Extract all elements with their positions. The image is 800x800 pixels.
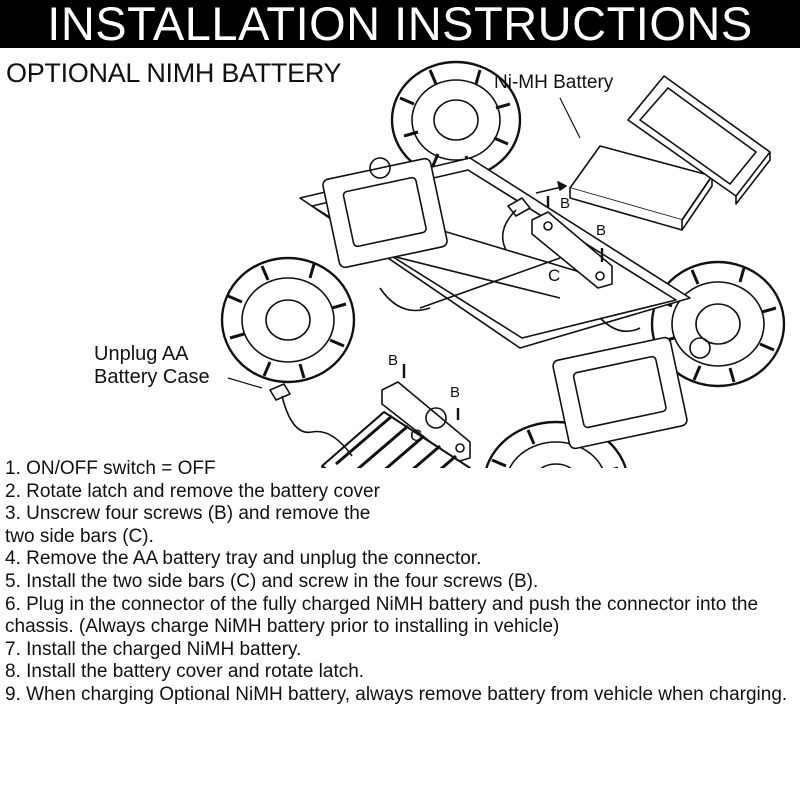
callout-b-1: B: [560, 195, 571, 212]
callout-c-1: C: [548, 266, 561, 285]
aa-case-label-line1: Unplug AA: [94, 343, 189, 365]
callout-b-2: B: [596, 222, 607, 239]
rear-left-tire: [220, 256, 356, 384]
step-7: 7. Install the charged NiMH battery.: [5, 638, 302, 660]
section-subtitle: OPTIONAL NIMH BATTERY: [6, 58, 342, 88]
callout-b-4: B: [450, 384, 461, 401]
side-bar-c-left: [381, 381, 471, 463]
battery-arrowhead: [557, 181, 567, 191]
chassis-frame: [299, 157, 711, 450]
aa-case-label-line2: Battery Case: [94, 366, 210, 388]
aa-battery-tray: [321, 411, 471, 468]
step-8: 8. Install the battery cover and rotate …: [5, 661, 365, 683]
aa-tray-wire: [269, 383, 353, 457]
page-title: INSTALLATION INSTRUCTIONS: [47, 0, 753, 50]
callout-c-2: C: [410, 426, 423, 445]
nimh-battery-label: Ni-MH Battery: [494, 72, 614, 93]
side-bar-c-right: [531, 211, 613, 289]
connector-plug: [501, 197, 531, 251]
battery-label-leader: [559, 97, 581, 139]
battery-cover: [627, 75, 771, 205]
step-6: 6. Plug in the connector of the fully ch…: [5, 593, 759, 638]
step-9: 9. When charging Optional NiMH battery, …: [5, 683, 788, 705]
callout-b-3: B: [388, 352, 399, 369]
step-3: 3. Unscrew four screws (B) and remove th…: [5, 503, 371, 547]
step-1: 1. ON/OFF switch = OFF: [5, 458, 216, 479]
step-4: 4. Remove the AA battery tray and unplug…: [5, 548, 482, 570]
aa-label-leader: [227, 377, 263, 389]
page-header: INSTALLATION INSTRUCTIONS: [0, 0, 800, 48]
step-2: 2. Rotate latch and remove the battery c…: [5, 480, 380, 502]
rc-truck-battery-diagram: [220, 60, 786, 468]
step-5: 5. Install the two side bars (C) and scr…: [5, 570, 539, 592]
instruction-steps: 1. ON/OFF switch = OFF 2. Rotate latch a…: [5, 458, 797, 707]
